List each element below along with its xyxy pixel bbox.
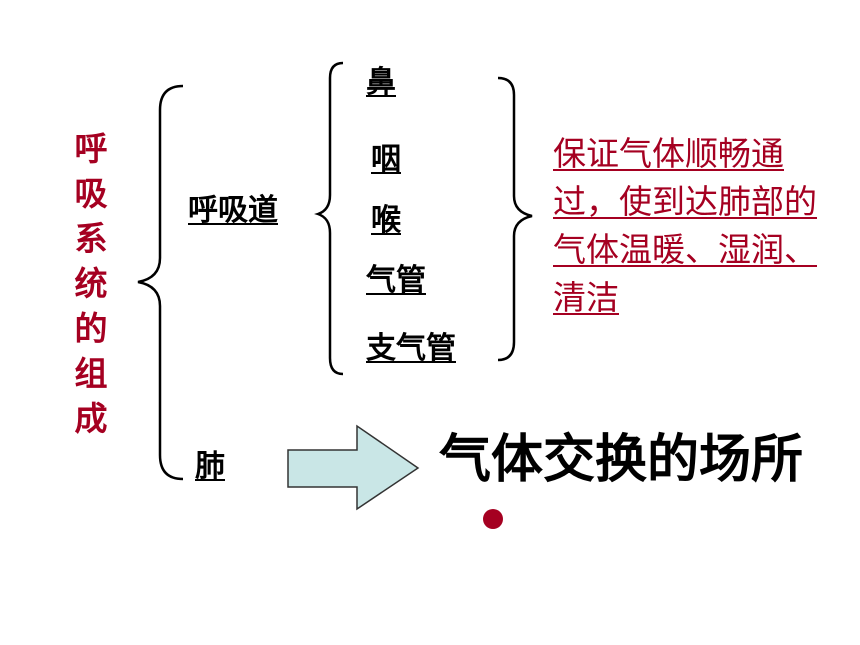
right-arrow-icon <box>287 424 420 511</box>
title-char: 组 <box>74 354 108 393</box>
title-char: 吸 <box>74 174 108 213</box>
airway-label: 呼吸道 <box>188 193 278 228</box>
airway-item-bronchi: 支气管 <box>366 331 456 366</box>
airway-item-nose: 鼻 <box>366 65 396 100</box>
vertical-title: 呼 吸 系 统 的 组 成 <box>68 126 114 441</box>
airway-function-note: 保证气体顺畅通过，使到达肺部的气体温暖、湿润、清洁 <box>553 134 817 317</box>
bullet-dot-icon <box>483 509 503 529</box>
title-char: 呼 <box>74 129 108 168</box>
left-brace-icon <box>314 61 344 376</box>
left-brace-icon <box>137 84 184 481</box>
airway-item-pharynx: 咽 <box>371 142 401 177</box>
airway-item-larynx: 喉 <box>371 203 401 238</box>
airway-item-trachea: 气管 <box>366 263 426 298</box>
title-char: 系 <box>74 219 108 258</box>
lung-label: 肺 <box>195 449 225 484</box>
title-char: 统 <box>74 264 108 303</box>
title-char: 的 <box>74 309 108 348</box>
title-char: 成 <box>74 399 108 438</box>
right-brace-icon <box>497 76 533 362</box>
lung-function: 气体交换的场所 <box>439 430 804 490</box>
